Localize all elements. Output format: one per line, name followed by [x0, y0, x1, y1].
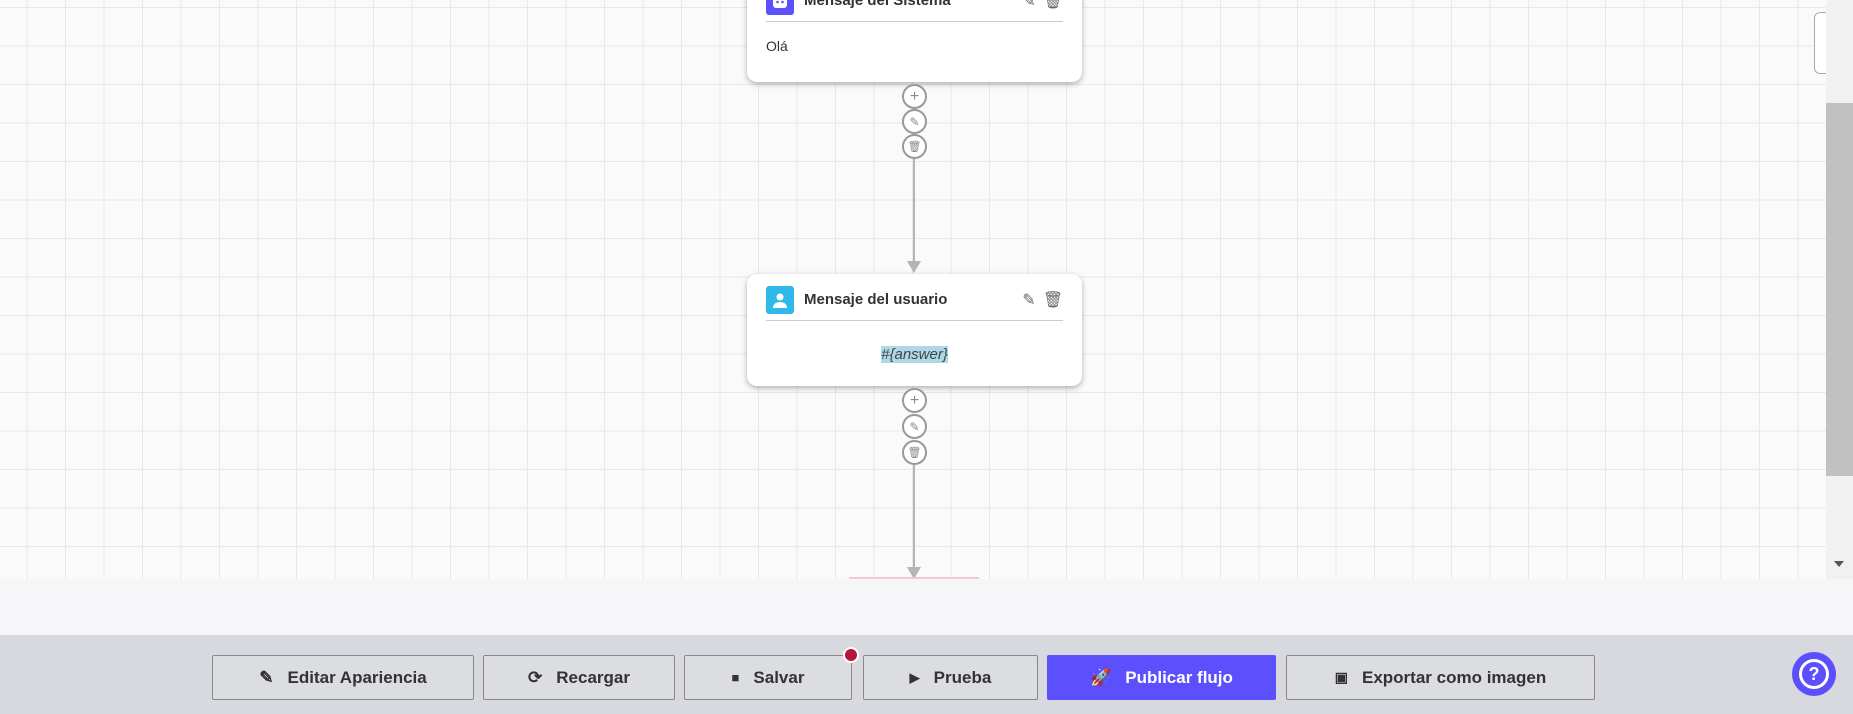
delete-connection-button[interactable]: 🗑 — [902, 134, 927, 159]
export-image-button[interactable]: ▣ Exportar como imagen — [1286, 655, 1595, 700]
unsaved-changes-dot — [843, 647, 859, 663]
button-label: Publicar flujo — [1125, 667, 1233, 687]
button-label: Salvar — [753, 667, 805, 687]
node-title: Mensaje del Sistema — [804, 0, 951, 9]
reload-button[interactable]: ⟳ Recargar — [483, 655, 675, 700]
node-header: Mensaje del Sistema ✎ 🗑 — [766, 0, 1063, 22]
node-content: Olá — [766, 38, 788, 54]
connector-arrow — [907, 567, 921, 579]
node-content: #{answer} — [881, 346, 948, 363]
next-node-edge — [849, 577, 979, 579]
robot-icon — [766, 0, 794, 15]
image-icon: ▣ — [1334, 669, 1348, 685]
refresh-icon: ⟳ — [528, 667, 543, 687]
button-label: Editar Apariencia — [287, 667, 427, 687]
scroll-down-arrow[interactable] — [1834, 561, 1844, 567]
test-button[interactable]: ▶ Prueba — [863, 655, 1038, 700]
delete-connection-button[interactable]: 🗑 — [902, 440, 927, 465]
floppy-disk-icon: ■ — [731, 670, 740, 685]
add-node-button[interactable]: + — [902, 84, 927, 109]
connector-line — [913, 465, 915, 569]
rocket-icon: 🚀 — [1090, 667, 1112, 687]
bottom-toolbar: ✎ Editar Apariencia ⟳ Recargar ■ Salvar ▶ Pr… — [0, 635, 1853, 714]
pencil-icon[interactable]: ✎ — [1022, 0, 1036, 10]
trash-icon[interactable]: 🗑 — [1042, 291, 1064, 309]
button-label: Recargar — [556, 667, 630, 687]
question-icon: ? — [1799, 659, 1829, 689]
node-system-message[interactable]: Mensaje del Sistema ✎ 🗑 Olá — [747, 0, 1082, 82]
node-user-message[interactable]: Mensaje del usuario ✎ 🗑 #{answer} — [747, 274, 1082, 386]
save-button[interactable]: ■ Salvar — [684, 655, 852, 700]
trash-icon[interactable]: 🗑 — [1042, 0, 1064, 10]
add-node-button[interactable]: + — [902, 388, 927, 413]
button-label: Exportar como imagen — [1362, 667, 1547, 687]
flow-canvas[interactable]: Mensaje del Sistema ✎ 🗑 Olá + ✎ 🗑 Mensaj… — [0, 0, 1826, 579]
help-button[interactable]: ? — [1792, 652, 1836, 696]
user-icon — [766, 285, 794, 314]
edit-icon: ✎ — [259, 667, 274, 687]
edit-appearance-button[interactable]: ✎ Editar Apariencia — [212, 655, 474, 700]
edit-connection-button[interactable]: ✎ — [902, 414, 927, 439]
connector-line — [913, 159, 915, 261]
connector-arrow — [907, 261, 921, 273]
button-label: Prueba — [933, 667, 992, 687]
edit-connection-button[interactable]: ✎ — [902, 109, 927, 134]
scrollbar-thumb[interactable] — [1826, 103, 1853, 476]
node-title: Mensaje del usuario — [804, 291, 948, 308]
play-icon: ▶ — [909, 669, 920, 685]
publish-flow-button[interactable]: 🚀 Publicar flujo — [1047, 655, 1276, 700]
node-header: Mensaje del usuario ✎ 🗑 — [766, 279, 1063, 321]
pencil-icon[interactable]: ✎ — [1022, 291, 1036, 309]
